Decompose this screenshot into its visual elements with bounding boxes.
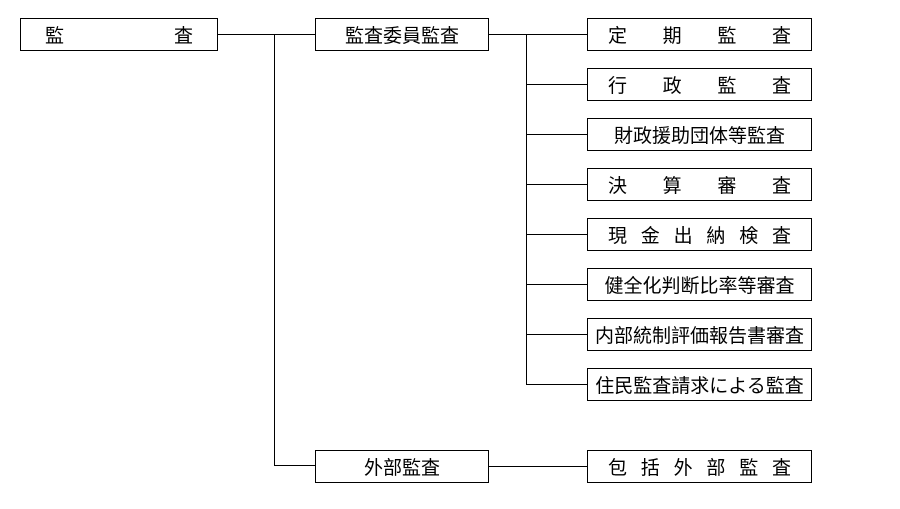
comprehensive-external-audit-char: 査	[771, 457, 791, 479]
connector-root-to-committee	[218, 34, 315, 35]
comprehensive-external-audit-box: 包 括 外 部 監 査	[587, 450, 812, 483]
financial-aid-audit-label: 財政援助団体等監査	[613, 125, 785, 147]
settlement-review-char: 査	[771, 175, 791, 197]
comprehensive-external-audit-char: 包	[608, 457, 628, 479]
periodic-audit-char: 定	[608, 25, 628, 47]
internal-control-review-label: 内部統制評価報告書審査	[594, 325, 804, 347]
internal-control-review-box: 内部統制評価報告書審査	[587, 318, 812, 351]
cash-inspection-char: 出	[673, 225, 693, 247]
cash-inspection-char: 査	[771, 225, 791, 247]
comprehensive-external-audit-char: 外	[673, 457, 693, 479]
resident-request-audit-box: 住民監査請求による監査	[587, 368, 812, 401]
comprehensive-external-audit-char: 括	[640, 457, 660, 479]
root-label-left: 監	[45, 25, 65, 47]
connector-branch-8	[526, 384, 587, 385]
root-label-right: 査	[173, 25, 193, 47]
administrative-audit-char: 査	[771, 75, 791, 97]
cash-inspection-char: 現	[608, 225, 628, 247]
cash-inspection-char: 金	[640, 225, 660, 247]
connector-committee-branch	[526, 34, 527, 384]
periodic-audit-char: 監	[717, 25, 737, 47]
connector-branch-2	[526, 84, 587, 85]
settlement-review-char: 決	[608, 175, 628, 197]
cash-inspection-box: 現 金 出 納 検 査	[587, 218, 812, 251]
comprehensive-external-audit-char: 監	[739, 457, 759, 479]
connector-root-trunk	[274, 34, 275, 465]
settlement-review-box: 決 算 審 査	[587, 168, 812, 201]
external-audit-label: 外部監査	[363, 457, 440, 479]
connector-branch-4	[526, 184, 587, 185]
external-audit-box: 外部監査	[315, 450, 489, 483]
root-audit-box: 監 査	[20, 18, 218, 51]
connector-trunk-to-external	[274, 465, 315, 466]
comprehensive-external-audit-char: 部	[706, 457, 726, 479]
periodic-audit-char: 期	[662, 25, 682, 47]
committee-audit-label: 監査委員監査	[344, 25, 459, 47]
connector-branch-6	[526, 284, 587, 285]
cash-inspection-char: 検	[739, 225, 759, 247]
soundness-ratio-review-label: 健全化判断比率等審査	[604, 275, 795, 297]
settlement-review-char: 審	[717, 175, 737, 197]
connector-branch-5	[526, 234, 587, 235]
resident-request-audit-label: 住民監査請求による監査	[595, 375, 804, 397]
administrative-audit-char: 行	[608, 75, 628, 97]
periodic-audit-char: 査	[771, 25, 791, 47]
connector-branch-7	[526, 334, 587, 335]
administrative-audit-box: 行 政 監 査	[587, 68, 812, 101]
connector-committee-out	[489, 34, 587, 35]
committee-audit-box: 監査委員監査	[315, 18, 489, 51]
periodic-audit-box: 定 期 監 査	[587, 18, 812, 51]
financial-aid-audit-box: 財政援助団体等監査	[587, 118, 812, 151]
connector-branch-3	[526, 134, 587, 135]
cash-inspection-char: 納	[706, 225, 726, 247]
settlement-review-char: 算	[662, 175, 682, 197]
connector-external-out	[489, 466, 587, 467]
soundness-ratio-review-box: 健全化判断比率等審査	[587, 268, 812, 301]
administrative-audit-char: 監	[717, 75, 737, 97]
administrative-audit-char: 政	[662, 75, 682, 97]
